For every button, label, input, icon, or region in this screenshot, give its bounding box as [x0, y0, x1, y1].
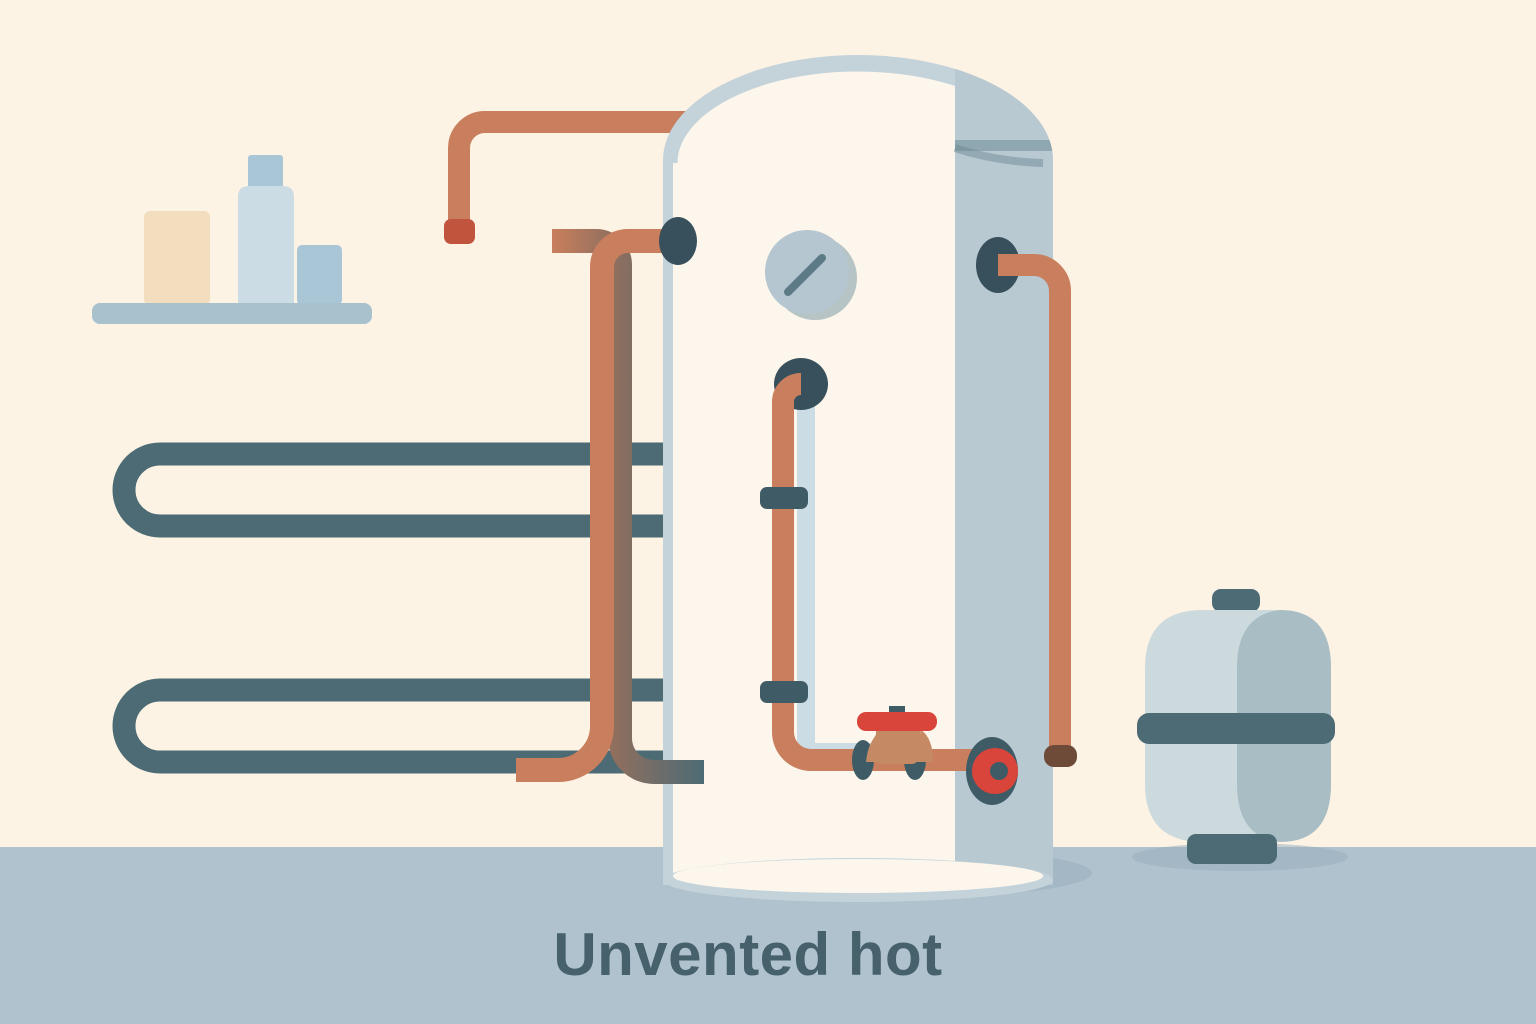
vessel-foot — [1187, 834, 1277, 864]
pipe-bracket-lower — [760, 681, 808, 703]
radiator-pipe-upper — [112, 442, 700, 538]
copper-end-cap-right — [1044, 745, 1077, 767]
cylinder-rim-accent — [953, 144, 1044, 167]
copper-pipe-inner-riser — [772, 373, 862, 771]
copper-pipe-right-downpipe — [998, 254, 1071, 748]
shelf-group — [92, 155, 372, 324]
bottle-blue-box — [297, 245, 342, 305]
valve-assembly — [845, 706, 1018, 805]
valve-handle — [857, 712, 937, 731]
valve-body-flare — [866, 734, 928, 762]
valve-wheel-hub — [990, 762, 1008, 780]
hot-water-cylinder — [663, 55, 1092, 902]
radiator-pipe-group — [112, 442, 700, 774]
vessel-band — [1137, 713, 1335, 744]
pressure-gauge — [765, 230, 857, 320]
expansion-vessel — [1132, 589, 1348, 871]
caption-title: Unvented hot — [553, 921, 942, 988]
copper-pipe-left-riser-main — [516, 229, 676, 782]
cylinder-rim-band — [955, 140, 1053, 151]
bottle-tall-cap — [248, 155, 283, 188]
vessel-top-cap — [1212, 589, 1260, 612]
bottle-tan-box — [144, 211, 210, 305]
cylinder-base-face — [673, 859, 1043, 893]
radiator-pipe-lower — [112, 678, 700, 774]
copper-end-cap-top-left — [444, 219, 475, 244]
shelf-board — [92, 303, 372, 324]
cylinder-port-collar-left — [659, 217, 697, 265]
copper-run-right-downpipe — [976, 237, 1077, 767]
bottle-tall-body — [238, 186, 294, 305]
copper-run-top-left — [444, 111, 700, 244]
pipe-bracket-upper — [760, 487, 808, 509]
copper-pipe-top-left — [448, 111, 700, 228]
gauge-needle — [784, 254, 826, 296]
